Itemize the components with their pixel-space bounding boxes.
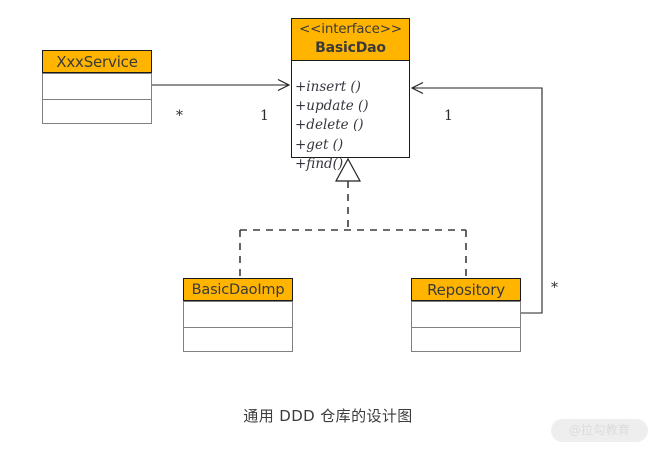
operations-compartment <box>43 99 151 123</box>
method-item: +delete () <box>295 117 364 134</box>
interface-stereotype: <<interface>> <box>299 21 402 37</box>
method-item: +find() <box>295 155 344 172</box>
realization-basicdaoimp-repository <box>239 181 467 278</box>
class-header-xxxservice: XxxService <box>42 50 152 73</box>
class-box-basicdaoimp[interactable]: BasicDaoImp <box>183 278 293 352</box>
multiplicity-label-interface-left: 1 <box>260 108 269 124</box>
attributes-compartment <box>184 301 292 327</box>
class-header-basicdao: <<interface>> BasicDao <box>291 18 410 61</box>
attributes-compartment <box>412 301 520 327</box>
association-repository-to-basicdao <box>412 88 543 314</box>
class-box-xxxservice[interactable]: XxxService <box>42 50 152 124</box>
operations-compartment <box>184 327 292 351</box>
operations-compartment <box>412 327 520 351</box>
diagram-caption: 通用 DDD 仓库的设计图 <box>243 407 413 425</box>
method-item: +insert () <box>295 79 361 95</box>
class-header-basicdaoimp: BasicDaoImp <box>183 278 293 301</box>
method-item: +update () <box>295 98 369 115</box>
multiplicity-label-interface-right: 1 <box>444 108 453 124</box>
watermark-badge: @拉勾教育 <box>551 419 648 442</box>
class-box-repository[interactable]: Repository <box>411 278 521 352</box>
method-item: +get () <box>295 136 344 153</box>
multiplicity-label-service: * <box>176 108 183 124</box>
method-list-basicdao: +insert () +update () +delete () +get ()… <box>292 77 409 174</box>
class-box-basicdao[interactable]: <<interface>> BasicDao +insert () +updat… <box>291 18 410 172</box>
interface-name: BasicDao <box>315 40 386 56</box>
attributes-compartment <box>43 73 151 99</box>
multiplicity-label-repository: * <box>551 280 558 296</box>
class-header-repository: Repository <box>411 278 521 301</box>
